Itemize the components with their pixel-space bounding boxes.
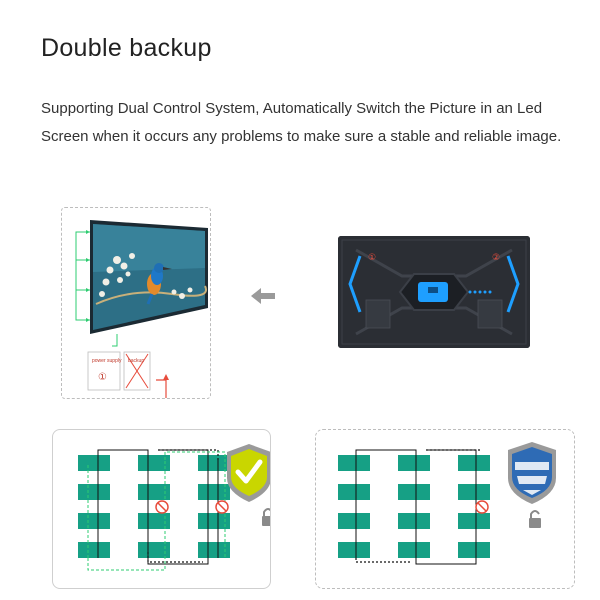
- screen-marker-1: ①: [98, 372, 107, 383]
- page-description: Supporting Dual Control System, Automati…: [41, 100, 562, 145]
- no-signal-icon: [215, 500, 229, 514]
- cabinet-marker-2: ②: [492, 253, 500, 263]
- dual-control-diagram: [52, 429, 274, 589]
- cabinet-marker-1: ①: [368, 253, 376, 263]
- no-signal-icon: [475, 500, 489, 514]
- no-signal-icon: [155, 500, 169, 514]
- lock-open-icon: [529, 510, 541, 528]
- power-supply-label: power supply: [92, 358, 122, 364]
- backup-label: backup: [128, 358, 144, 364]
- arrow-left-icon: [251, 286, 277, 311]
- shield-stripes-icon: [508, 442, 556, 504]
- cabinet-backside: ① ②: [338, 236, 530, 348]
- led-screen-illustration: power supply backup ①: [75, 220, 208, 398]
- shield-check-icon: [227, 444, 271, 502]
- single-control-diagram: [315, 429, 575, 589]
- led-screen-diagram: power supply backup ①: [61, 207, 211, 399]
- page-title: Double backup: [41, 34, 212, 62]
- lock-closed-icon: [262, 508, 274, 526]
